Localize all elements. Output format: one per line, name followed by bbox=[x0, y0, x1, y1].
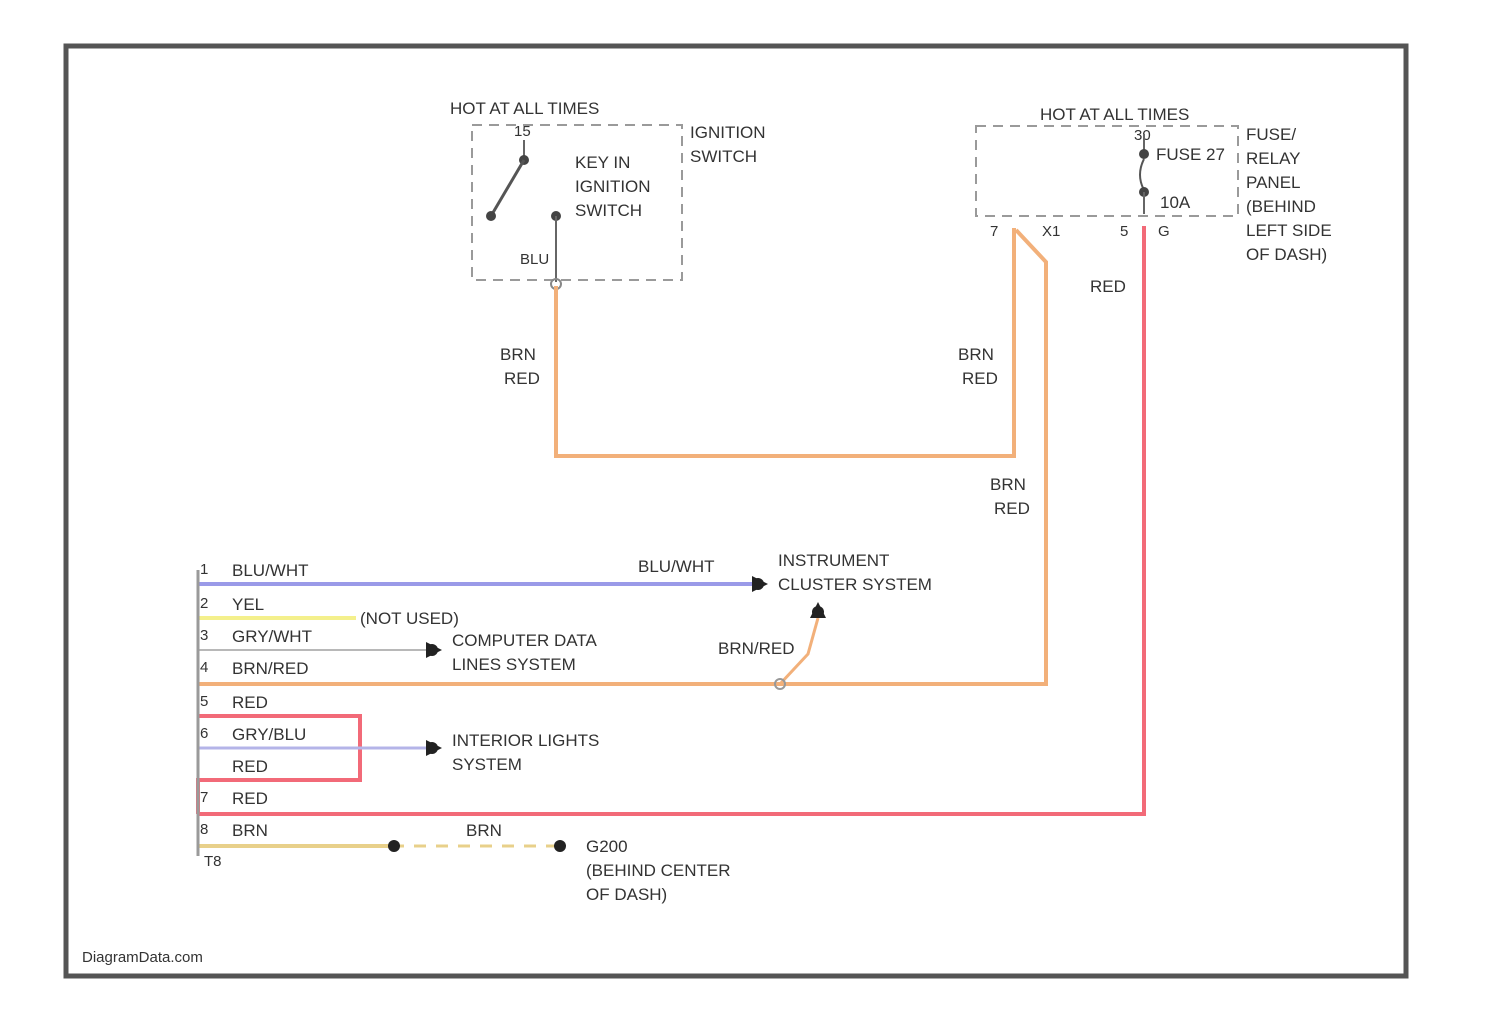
fuse-pin-b: X1 bbox=[1042, 223, 1060, 240]
pin-wire-2: YEL bbox=[232, 595, 264, 614]
splice-brn bbox=[388, 840, 400, 852]
label-brn-red-mid-1: BRN bbox=[958, 345, 994, 364]
fuse-panel-box bbox=[976, 126, 1238, 216]
instrument-cluster-line1: INSTRUMENT bbox=[778, 551, 889, 570]
fuse-hot-label: HOT AT ALL TIMES bbox=[1040, 105, 1189, 124]
fuse-panel-name-4: (BEHIND bbox=[1246, 197, 1316, 216]
pin-num-3: 3 bbox=[200, 627, 208, 644]
fuse-pin-top: 30 bbox=[1134, 127, 1151, 144]
label-brn-red-left-2: RED bbox=[504, 369, 540, 388]
pin-num-1: 1 bbox=[200, 561, 208, 578]
ignition-key-line3: SWITCH bbox=[575, 201, 642, 220]
computer-data-line1: COMPUTER DATA bbox=[452, 631, 597, 650]
pin-wire-3: GRY/WHT bbox=[232, 627, 312, 646]
pin-num-8: 8 bbox=[200, 821, 208, 838]
ignition-pin-top: 15 bbox=[514, 123, 531, 140]
pin-wire-8: BRN bbox=[232, 821, 268, 840]
ignition-key-line2: IGNITION bbox=[575, 177, 651, 196]
label-brn-red-junction: BRN/RED bbox=[718, 639, 795, 658]
fuse-relay-panel: HOT AT ALL TIMES 30 FUSE 27 10A FUSE/ RE… bbox=[976, 105, 1332, 264]
pin-num-6: 6 bbox=[200, 725, 208, 742]
fuse-panel-name-5: LEFT SIDE bbox=[1246, 221, 1332, 240]
pin-wire-6b: RED bbox=[232, 757, 268, 776]
wire-brn-red-upper bbox=[556, 228, 1014, 456]
pin-num-4: 4 bbox=[200, 659, 208, 676]
pin-num-2: 2 bbox=[200, 595, 208, 612]
ignition-name-line2: SWITCH bbox=[690, 147, 757, 166]
interior-lights-line1: INTERIOR LIGHTS bbox=[452, 731, 599, 750]
interior-lights-line2: SYSTEM bbox=[452, 755, 522, 774]
node-instrument-up bbox=[812, 606, 824, 618]
fuse-panel-name-6: OF DASH) bbox=[1246, 245, 1327, 264]
fuse-label: FUSE 27 bbox=[1156, 145, 1225, 164]
label-brn-red-lower-2: RED bbox=[994, 499, 1030, 518]
label-brn-ground: BRN bbox=[466, 821, 502, 840]
connector-label: T8 bbox=[204, 853, 222, 870]
ignition-switch-arm bbox=[491, 160, 524, 216]
label-brn-red-lower-1: BRN bbox=[990, 475, 1026, 494]
watermark: DiagramData.com bbox=[82, 949, 203, 966]
instrument-cluster-line2: CLUSTER SYSTEM bbox=[778, 575, 932, 594]
not-used-label: (NOT USED) bbox=[360, 609, 459, 628]
wire-red-fuse bbox=[198, 226, 1144, 814]
pin-wire-6: GRY/BLU bbox=[232, 725, 306, 744]
ground-node bbox=[554, 840, 566, 852]
ignition-contact-pivot bbox=[486, 211, 496, 221]
pin-num-7: 7 bbox=[200, 789, 208, 806]
fuse-element bbox=[1140, 159, 1144, 190]
node-computer bbox=[426, 644, 438, 656]
ground-name-line3: OF DASH) bbox=[586, 885, 667, 904]
ground-name-line1: G200 bbox=[586, 837, 628, 856]
fuse-pin-d: G bbox=[1158, 223, 1170, 240]
ignition-pin-bottom: BLU bbox=[520, 251, 549, 268]
fuse-contact-top bbox=[1139, 149, 1149, 159]
node-interior bbox=[426, 742, 438, 754]
label-brn-red-left-1: BRN bbox=[500, 345, 536, 364]
node-instrument bbox=[752, 578, 764, 590]
ground-name-line2: (BEHIND CENTER bbox=[586, 861, 731, 880]
pin-wire-4: BRN/RED bbox=[232, 659, 309, 678]
pin-num-5: 5 bbox=[200, 693, 208, 710]
label-red-fuse: RED bbox=[1090, 277, 1126, 296]
fuse-panel-name-3: PANEL bbox=[1246, 173, 1301, 192]
fuse-pin-c: 5 bbox=[1120, 223, 1128, 240]
computer-data-line2: LINES SYSTEM bbox=[452, 655, 576, 674]
pin-wire-5: RED bbox=[232, 693, 268, 712]
ignition-hot-label: HOT AT ALL TIMES bbox=[450, 99, 599, 118]
ignition-name-line1: IGNITION bbox=[690, 123, 766, 142]
pin-wire-7: RED bbox=[232, 789, 268, 808]
label-blu-wht-right: BLU/WHT bbox=[638, 557, 715, 576]
fuse-panel-name-1: FUSE/ bbox=[1246, 125, 1296, 144]
pin-wire-1: BLU/WHT bbox=[232, 561, 309, 580]
ignition-switch: HOT AT ALL TIMES 15 KEY IN IGNITION SWIT… bbox=[450, 99, 766, 289]
fuse-panel-name-2: RELAY bbox=[1246, 149, 1301, 168]
fuse-pin-a: 7 bbox=[990, 223, 998, 240]
label-brn-red-mid-2: RED bbox=[962, 369, 998, 388]
ignition-key-line1: KEY IN bbox=[575, 153, 630, 172]
fuse-amp: 10A bbox=[1160, 193, 1191, 212]
